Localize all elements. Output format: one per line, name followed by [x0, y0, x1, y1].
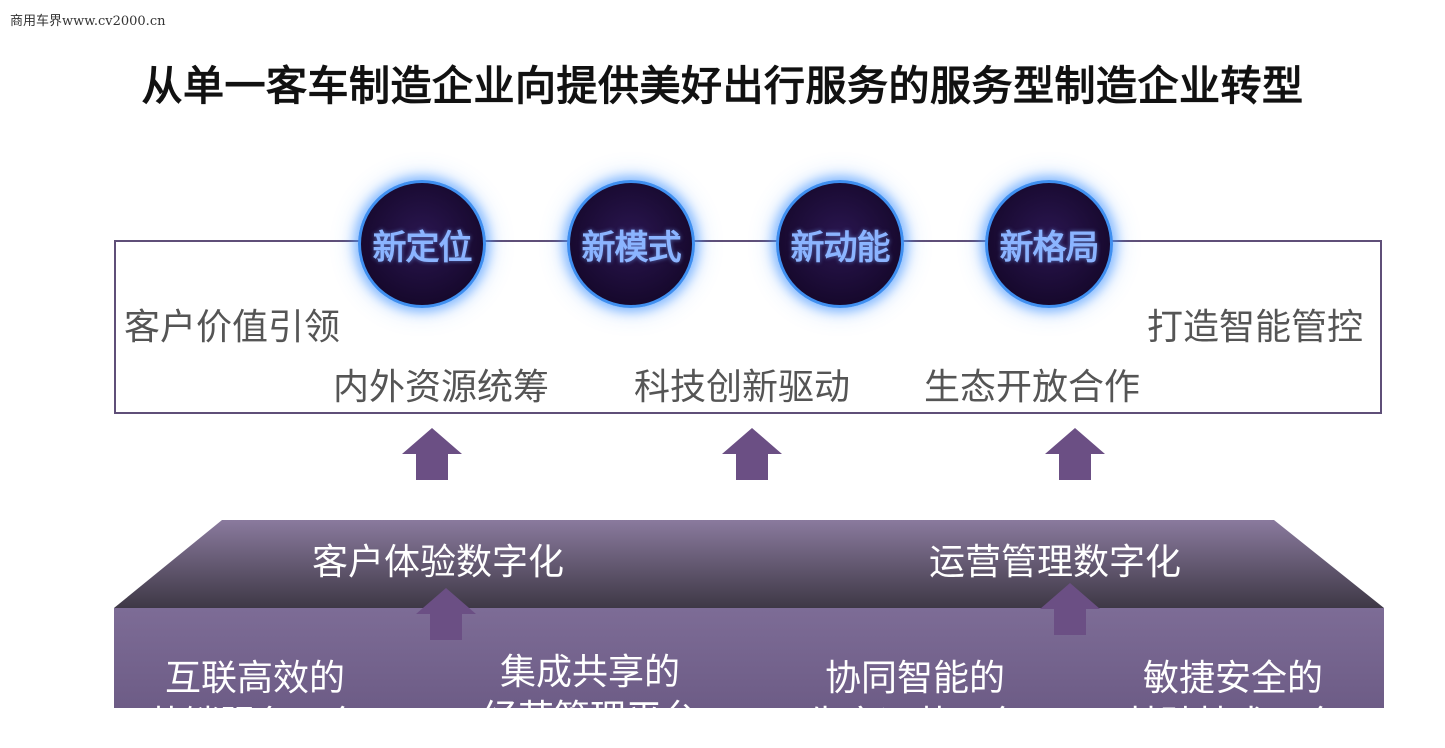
column-production-platform: 协同智能的 生产运营平台 — [790, 656, 1040, 748]
label-resource-coordination: 内外资源统筹 — [333, 367, 550, 408]
column-line: 生产运营平台 — [806, 704, 1023, 745]
circle-label: 新格局 — [999, 227, 1100, 268]
label-tech-innovation: 科技创新驱动 — [634, 367, 851, 408]
column-line: 协同智能的 — [824, 658, 1005, 699]
label-customer-value: 客户价值引领 — [124, 307, 341, 348]
label-open-ecosystem: 生态开放合作 — [924, 367, 1141, 408]
column-line: 基础技术平台 — [1124, 704, 1341, 745]
column-line: 经营管理平台 — [481, 698, 698, 739]
up-arrow-icon — [1045, 428, 1105, 480]
column-technology-platform: 敏捷安全的 基础技术平台 — [1108, 656, 1358, 748]
up-arrow-icon — [416, 588, 476, 640]
column-marketing-platform: 互联高效的 营销服务平台 — [130, 656, 380, 748]
circle-label: 新动能 — [790, 227, 891, 268]
circle-new-momentum: 新动能 — [776, 180, 904, 308]
watermark: 商用车界www.cv2000.cn — [10, 14, 166, 29]
circle-new-pattern: 新格局 — [985, 180, 1113, 308]
circle-new-positioning: 新定位 — [358, 180, 486, 308]
column-line: 互联高效的 — [164, 658, 345, 699]
column-line: 集成共享的 — [499, 652, 680, 693]
page-title: 从单一客车制造企业向提供美好出行服务的服务型制造企业转型 — [141, 62, 1304, 110]
label-operations-digitization: 运营管理数字化 — [929, 542, 1182, 583]
up-arrow-icon — [722, 428, 782, 480]
label-customer-digitization: 客户体验数字化 — [312, 542, 565, 583]
label-intelligent-control: 打造智能管控 — [1147, 307, 1364, 348]
column-line: 营销服务平台 — [146, 704, 363, 745]
column-line: 敏捷安全的 — [1142, 658, 1323, 699]
transformation-box — [114, 240, 1382, 414]
circle-label: 新模式 — [581, 227, 682, 268]
up-arrow-icon — [1040, 583, 1100, 635]
circle-new-mode: 新模式 — [567, 180, 695, 308]
platform-front-surface — [114, 608, 1384, 708]
platform-top-surface — [114, 520, 1384, 608]
circle-label: 新定位 — [372, 227, 473, 268]
up-arrow-icon — [402, 428, 462, 480]
column-management-platform: 集成共享的 经营管理平台 — [465, 650, 715, 742]
